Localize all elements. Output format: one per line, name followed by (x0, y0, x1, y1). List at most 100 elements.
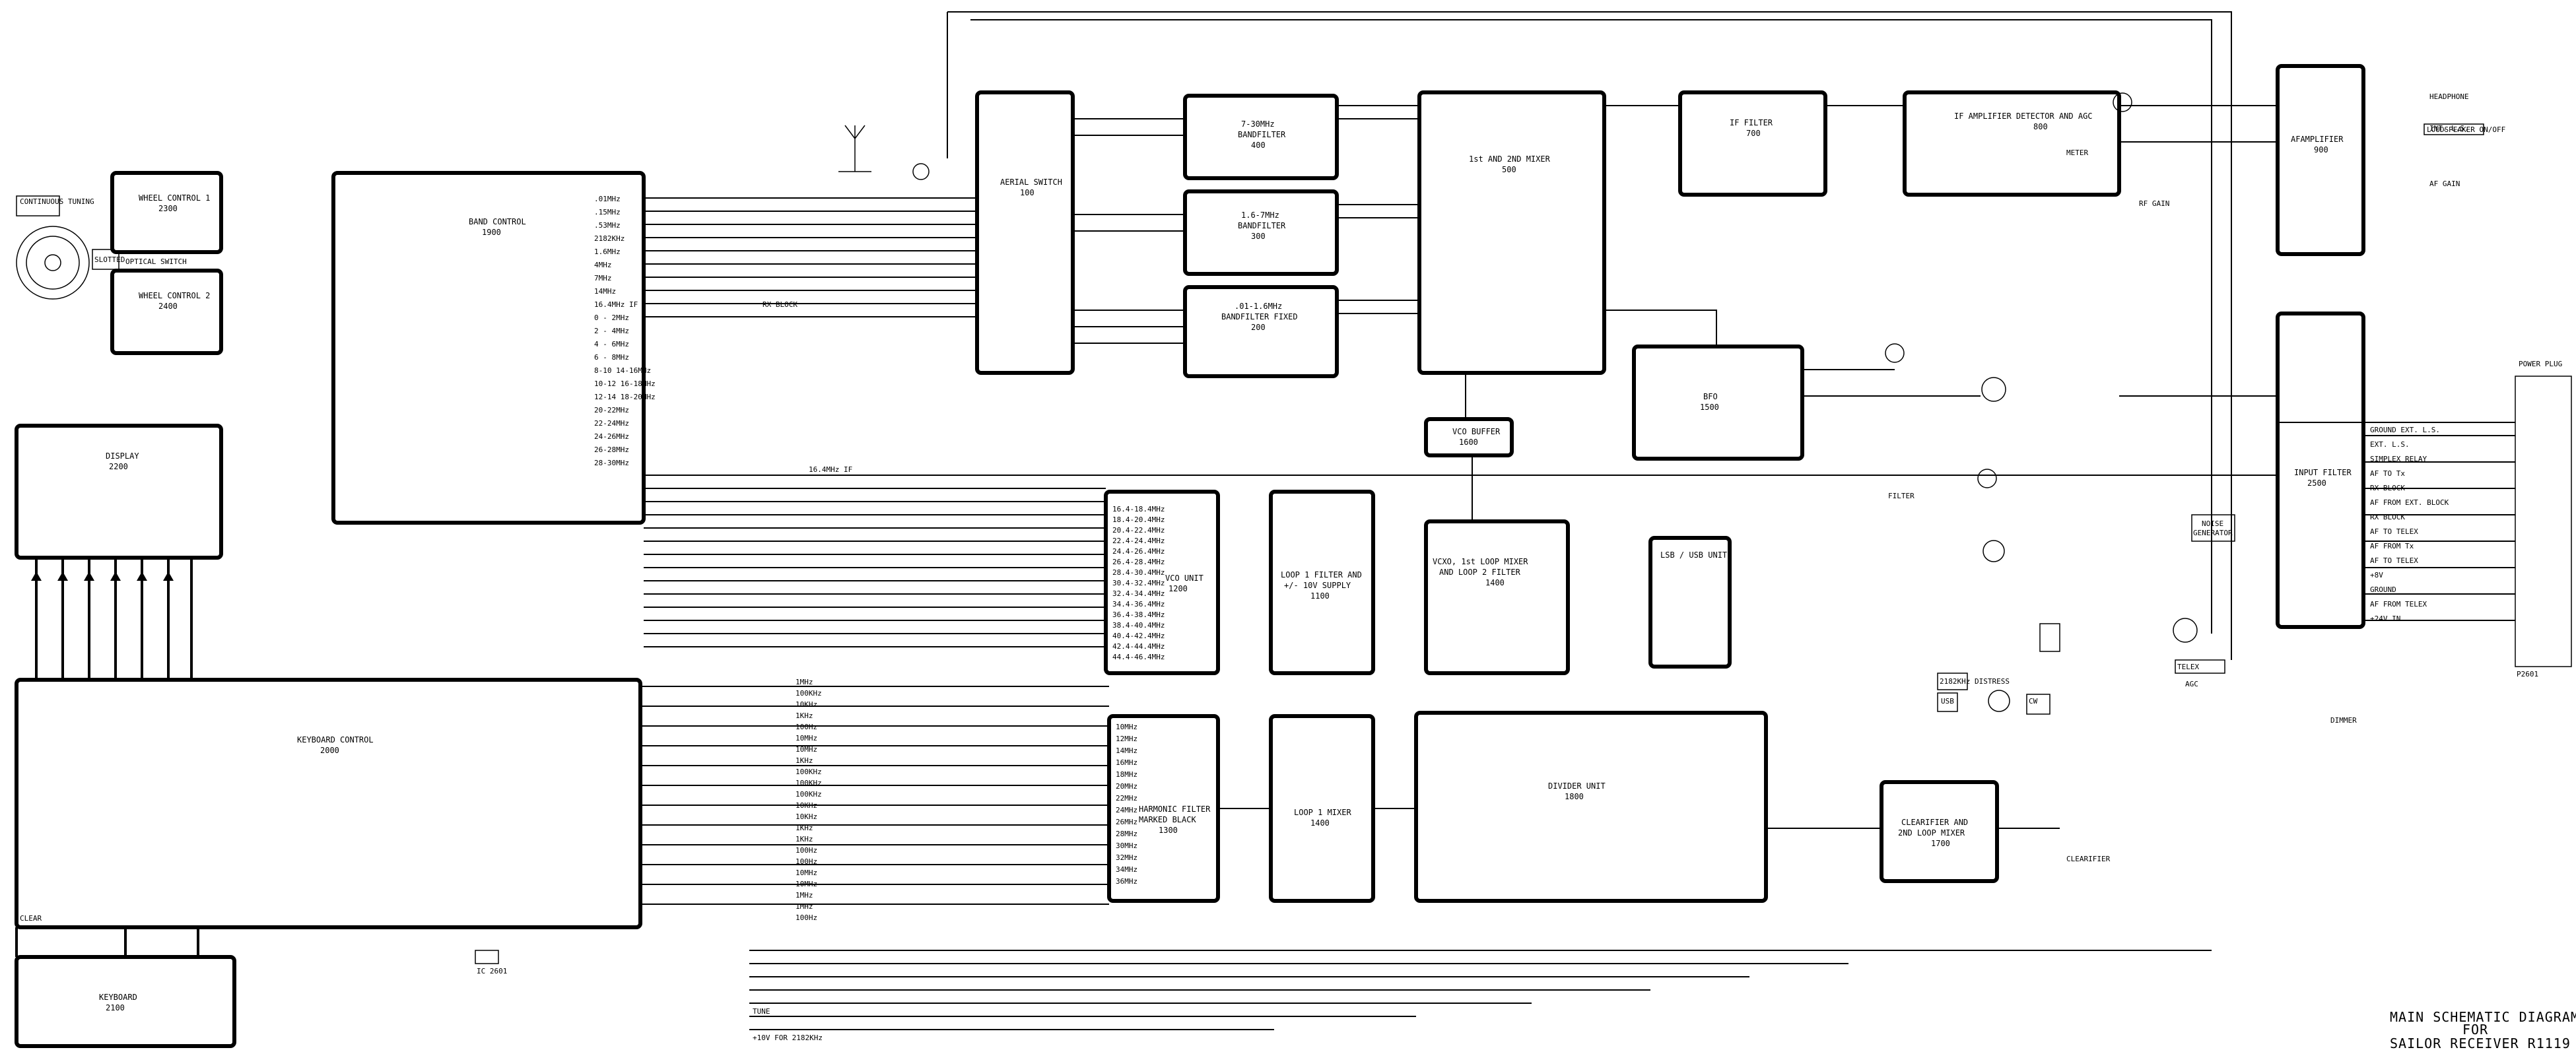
band-freq-label: 4MHz (594, 261, 612, 269)
vco-freq-label: 30.4-32.4MHz (1112, 579, 1165, 587)
clear-label: CLEAR (20, 914, 42, 923)
frame-wire-right (2211, 92, 2232, 660)
harmonic-freq-label: 20MHz (1116, 782, 1137, 791)
vco-freq-label: 16.4-18.4MHz (1112, 505, 1165, 513)
power-plug-ref: P2601 (2517, 670, 2538, 678)
mode-switch-labels (1937, 623, 2225, 715)
title-line-1: MAIN SCHEMATIC DIAGRAM (2390, 1009, 2576, 1025)
title-line-3: SAILOR RECEIVER R1119 (2390, 1036, 2571, 1051)
band-freq-label: 26-28MHz (594, 445, 629, 454)
vco-freq-label: 22.4-24.4MHz (1112, 537, 1165, 545)
bandfilter-300-range: 1.6-7MHz (1241, 211, 1279, 220)
keyboard-line-label: 1MHz (796, 891, 813, 900)
vco-unit-num: 1200 (1169, 584, 1188, 593)
vcxo-num: 1400 (1485, 578, 1505, 587)
af-amplifier-num: 900 (2314, 145, 2328, 154)
if-filter-block (1678, 90, 1827, 197)
aerial-switch-num: 100 (1020, 188, 1034, 197)
band-freq-list: .01MHz.15MHz.53MHz2182KHz1.6MHz4MHz7MHz1… (594, 195, 656, 467)
power-plug-line-label: RX BLOCK (2370, 484, 2405, 492)
aerial-switch-block (975, 90, 1075, 375)
power-plug-line-label: EXT. L.S. (2370, 440, 2410, 449)
bandfilter-400-range: 7-30MHz (1241, 119, 1275, 129)
band-freq-label: .53MHz (594, 221, 621, 230)
keyboard-line-label: 10KHz (796, 801, 817, 810)
ic-label: IC 2601 (477, 967, 507, 975)
keyboard-line-label: 10MHz (796, 734, 817, 742)
clearifier-block (1880, 780, 1999, 883)
wheel-control-2-title: WHEEL CONTROL 2 (139, 291, 210, 300)
wheel-control-1-num: 2300 (158, 204, 178, 213)
ic-2601 (475, 950, 499, 964)
bandfilter-400-num: 400 (1251, 141, 1266, 150)
keyboard-control-title: KEYBOARD CONTROL (297, 735, 374, 744)
keyboard-bus (15, 927, 199, 957)
input-filter-num: 2500 (2307, 478, 2326, 488)
bnc-connector-icon (912, 163, 930, 180)
keyboard-line-label: 1MHz (796, 902, 813, 911)
mixer-500-title: 1st AND 2ND MIXER (1469, 154, 1551, 164)
optical-switch-label: OPTICAL SWITCH (125, 257, 187, 266)
if-filter-num: 700 (1746, 129, 1761, 138)
noise-label: NOISE (2202, 519, 2223, 528)
band-freq-label: 4 - 6MHz (594, 340, 629, 348)
bandfilter-200-num: 200 (1251, 323, 1266, 332)
display-block (15, 424, 223, 560)
display-title: DISPLAY (106, 451, 139, 461)
harmonic-filter-num: 1300 (1159, 826, 1178, 835)
harmonic-freq-label: 32MHz (1116, 853, 1137, 862)
keyboard-line-label: 10MHz (796, 745, 817, 754)
band-control-block (331, 171, 646, 525)
bandfilter-300-block (1183, 189, 1339, 276)
af-amplifier-block (2276, 64, 2365, 256)
af-gain-label: AF GAIN (2429, 180, 2460, 188)
bandfilter-400-title: BANDFILTER (1238, 130, 1286, 139)
harmonic-filter-sub: MARKED BLACK (1139, 815, 1196, 824)
title-line-2: FOR (2462, 1022, 2488, 1038)
distress-label: 2182KHz DISTRESS (1940, 677, 2010, 686)
divider-unit-title: DIVIDER UNIT (1548, 781, 1606, 791)
if-amplifier-num: 800 (2033, 122, 2048, 131)
keyboard-line-label: 100Hz (796, 857, 817, 866)
power-plug-line-label: RX BLOCK (2370, 513, 2405, 521)
power-plug-line-label: GROUND (2370, 585, 2396, 594)
vco-freq-label: 32.4-34.4MHz (1112, 589, 1165, 598)
power-plug-line-label: +24V IN (2370, 614, 2400, 623)
if-label: 16.4MHz IF (809, 465, 852, 474)
keyboard-line-label: 10MHz (796, 880, 817, 888)
keyboard-num: 2100 (106, 1003, 125, 1012)
loop1-filter-num: 1100 (1310, 591, 1330, 601)
band-freq-label: 2182KHz (594, 234, 625, 243)
wheel-control-2-num: 2400 (158, 302, 178, 311)
rotary-switches (1885, 343, 2198, 712)
band-freq-label: 16.4MHz IF (594, 300, 638, 309)
power-plug-line-label: +8V (2370, 571, 2383, 579)
keyboard-line-label: 100KHz (796, 689, 822, 698)
harmonic-freq-label: 30MHz (1116, 841, 1137, 850)
slotted-label: SLOTTED (94, 255, 125, 264)
band-freq-label: 24-26MHz (594, 432, 629, 441)
dimmer-label: DIMMER (2330, 716, 2357, 725)
vco-freq-label: 38.4-40.4MHz (1112, 621, 1165, 630)
input-filter-title: INPUT FILTER (2294, 468, 2352, 477)
vco-buffer-title: VCO BUFFER (1452, 427, 1501, 436)
vco-buffer-block (1424, 417, 1514, 457)
harmonic-freq-label: 36MHz (1116, 877, 1137, 886)
band-freq-label: 2 - 4MHz (594, 327, 629, 335)
bfo-block (1632, 345, 1804, 461)
keyboard-line-label: 1KHz (796, 756, 813, 765)
harmonic-freq-label: 34MHz (1116, 865, 1137, 874)
vco-freq-label: 26.4-28.4MHz (1112, 558, 1165, 566)
keyboard-line-label: 1KHz (796, 711, 813, 720)
harmonic-freq-label: 18MHz (1116, 770, 1137, 779)
vcxo-title: VCXO, 1st LOOP MIXER (1433, 557, 1528, 566)
meter-label: METER (2066, 148, 2088, 157)
clearifier-title: CLEARIFIER AND (1901, 818, 1968, 827)
harmonic-freq-label: 10MHz (1116, 723, 1137, 731)
wheel-control-2-block (110, 269, 223, 355)
vcxo-block (1424, 519, 1570, 675)
keyboard-control-block (15, 678, 642, 929)
bandfilter-400-block (1183, 94, 1339, 180)
bandfilter-300-title: BANDFILTER (1238, 221, 1286, 230)
